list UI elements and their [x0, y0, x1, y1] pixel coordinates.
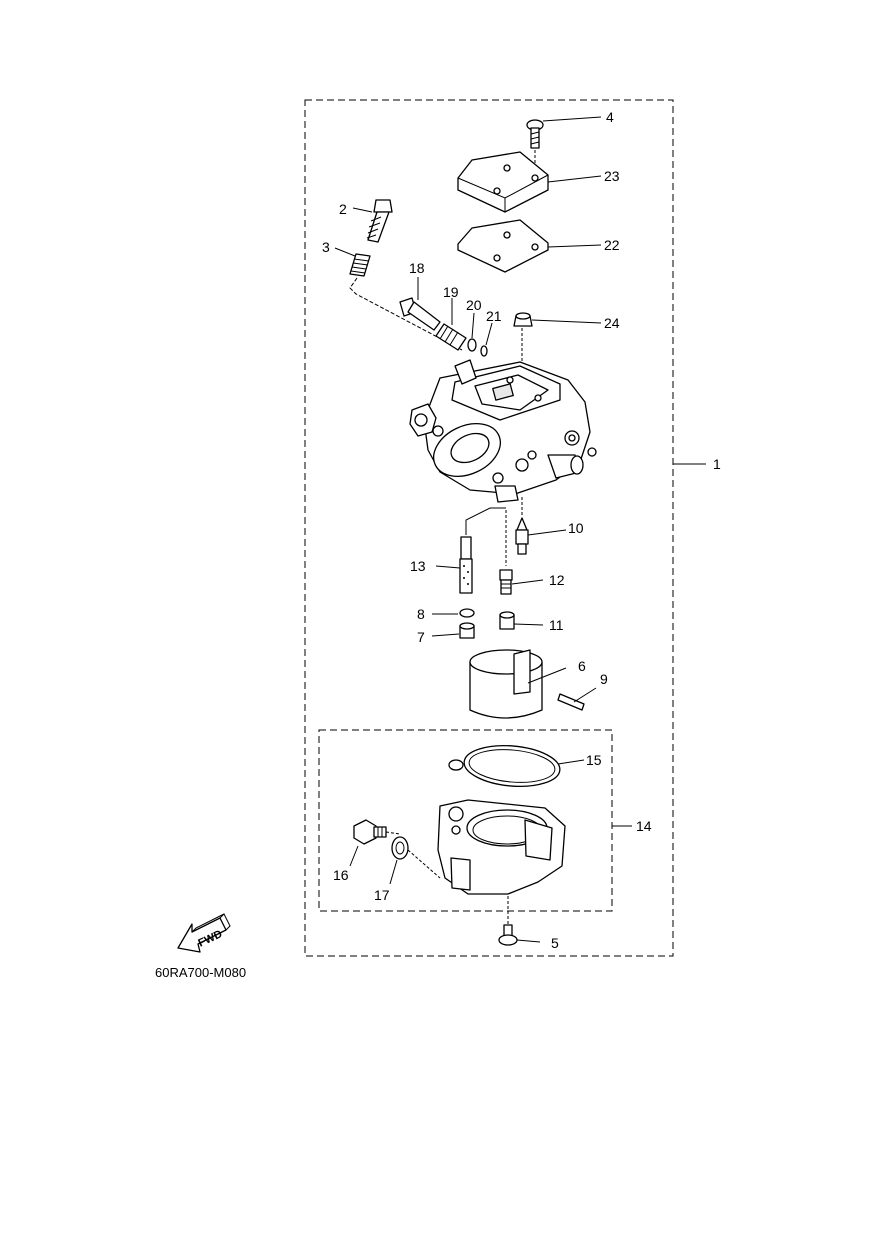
gasket-part-22	[457, 219, 549, 273]
plug-part-11	[499, 611, 515, 630]
callout-22: 22	[604, 237, 620, 253]
float-chamber-outline-box	[318, 729, 613, 912]
spring-part-3	[349, 253, 371, 277]
callout-2: 2	[339, 201, 347, 217]
callout-15: 15	[586, 752, 602, 768]
callout-19: 19	[443, 284, 459, 300]
callout-8: 8	[417, 606, 425, 622]
o-ring-part-21	[480, 345, 488, 357]
callout-20: 20	[466, 297, 482, 313]
washer-part-20	[467, 338, 477, 352]
carburetor-body	[409, 359, 597, 503]
plug-part-7	[459, 622, 475, 639]
float-part-6	[469, 649, 543, 719]
callout-7: 7	[417, 629, 425, 645]
callout-13: 13	[410, 558, 426, 574]
callout-9: 9	[600, 671, 608, 687]
fwd-arrow-icon: FWD	[177, 913, 231, 953]
spring-part-19	[435, 323, 467, 351]
main-jet-part-12	[499, 569, 513, 595]
drain-screw-part-16	[353, 819, 387, 845]
assembly-outline-box	[304, 99, 674, 957]
o-ring-part-8	[459, 608, 475, 618]
callout-10: 10	[568, 520, 584, 536]
callout-5: 5	[551, 935, 559, 951]
screw-part-4	[526, 119, 544, 149]
callout-18: 18	[409, 260, 425, 276]
callout-23: 23	[604, 168, 620, 184]
screw-part-5	[498, 924, 518, 946]
main-nozzle-part-13	[459, 536, 473, 594]
cover-plate-part-23	[457, 151, 549, 213]
callout-17: 17	[374, 887, 390, 903]
callout-6: 6	[578, 658, 586, 674]
callout-1: 1	[713, 456, 721, 472]
gasket-part-15	[448, 744, 561, 788]
callout-11: 11	[549, 617, 564, 633]
callout-24: 24	[604, 315, 620, 331]
callout-21: 21	[486, 308, 502, 324]
needle-valve-part-10	[515, 517, 529, 555]
float-chamber-part-14	[437, 799, 566, 895]
pin-part-9	[557, 693, 585, 711]
pilot-screw-part-2	[366, 199, 393, 243]
gasket-part-17	[391, 836, 409, 860]
callout-3: 3	[322, 239, 330, 255]
callout-4: 4	[606, 109, 614, 125]
callout-14: 14	[636, 818, 652, 834]
callout-16: 16	[333, 867, 349, 883]
plug-part-24	[513, 312, 533, 327]
callout-12: 12	[549, 572, 565, 588]
drawing-code: 60RA700-M080	[155, 965, 246, 980]
screw-part-18	[399, 297, 441, 331]
